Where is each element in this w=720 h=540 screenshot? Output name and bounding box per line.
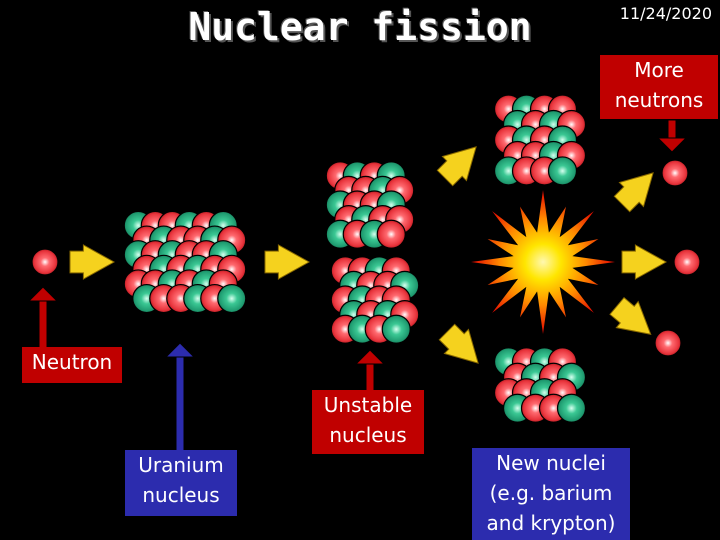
neutron-particle xyxy=(381,314,411,344)
new-nucleus-bottom xyxy=(493,347,587,423)
more-neutrons-label: More neutrons xyxy=(600,55,718,119)
neutron-label: Neutron xyxy=(22,347,122,383)
proton-particle xyxy=(376,219,406,249)
incoming-neutron xyxy=(31,248,59,276)
unstable-nucleus-label: Unstable nucleus xyxy=(312,390,424,454)
arrow-down-right-icon xyxy=(438,323,479,364)
arrow-right-icon xyxy=(264,244,311,280)
uranium-pointer-arrow xyxy=(164,342,196,453)
uranium-nucleus xyxy=(123,210,247,314)
arrow-up-right-icon xyxy=(613,172,654,213)
date-label: 11/24/2020 xyxy=(619,4,712,23)
unstable-pointer-arrow xyxy=(354,349,386,394)
unstable-nucleus-top xyxy=(325,161,415,249)
new-nucleus-top xyxy=(493,94,587,186)
neutron-particle xyxy=(217,283,247,314)
uranium-nucleus-label: Uranium nucleus xyxy=(125,450,237,516)
unstable-nucleus-bottom xyxy=(330,256,420,344)
arrow-up-right-icon xyxy=(436,146,477,187)
released-neutron xyxy=(661,159,689,187)
reaction-arrows xyxy=(69,146,668,364)
label-pointers xyxy=(27,119,688,453)
arrow-right-icon xyxy=(69,244,116,280)
nuclei-layer xyxy=(123,94,587,423)
page-title: Nuclear fission xyxy=(188,5,532,49)
new-nuclei-label: New nuclei (e.g. barium and krypton) xyxy=(472,448,630,540)
released-neutron xyxy=(654,329,682,357)
explosion-icon xyxy=(471,190,615,334)
neutron-particle xyxy=(547,156,578,186)
neutron-particle xyxy=(556,393,587,423)
more-neutrons-pointer-arrow xyxy=(656,119,688,153)
free-neutrons-layer xyxy=(31,159,701,357)
released-neutron xyxy=(673,248,701,276)
arrow-down-right-icon xyxy=(609,296,652,335)
neutron-pointer-arrow xyxy=(27,286,59,351)
arrow-right-icon xyxy=(621,244,668,280)
